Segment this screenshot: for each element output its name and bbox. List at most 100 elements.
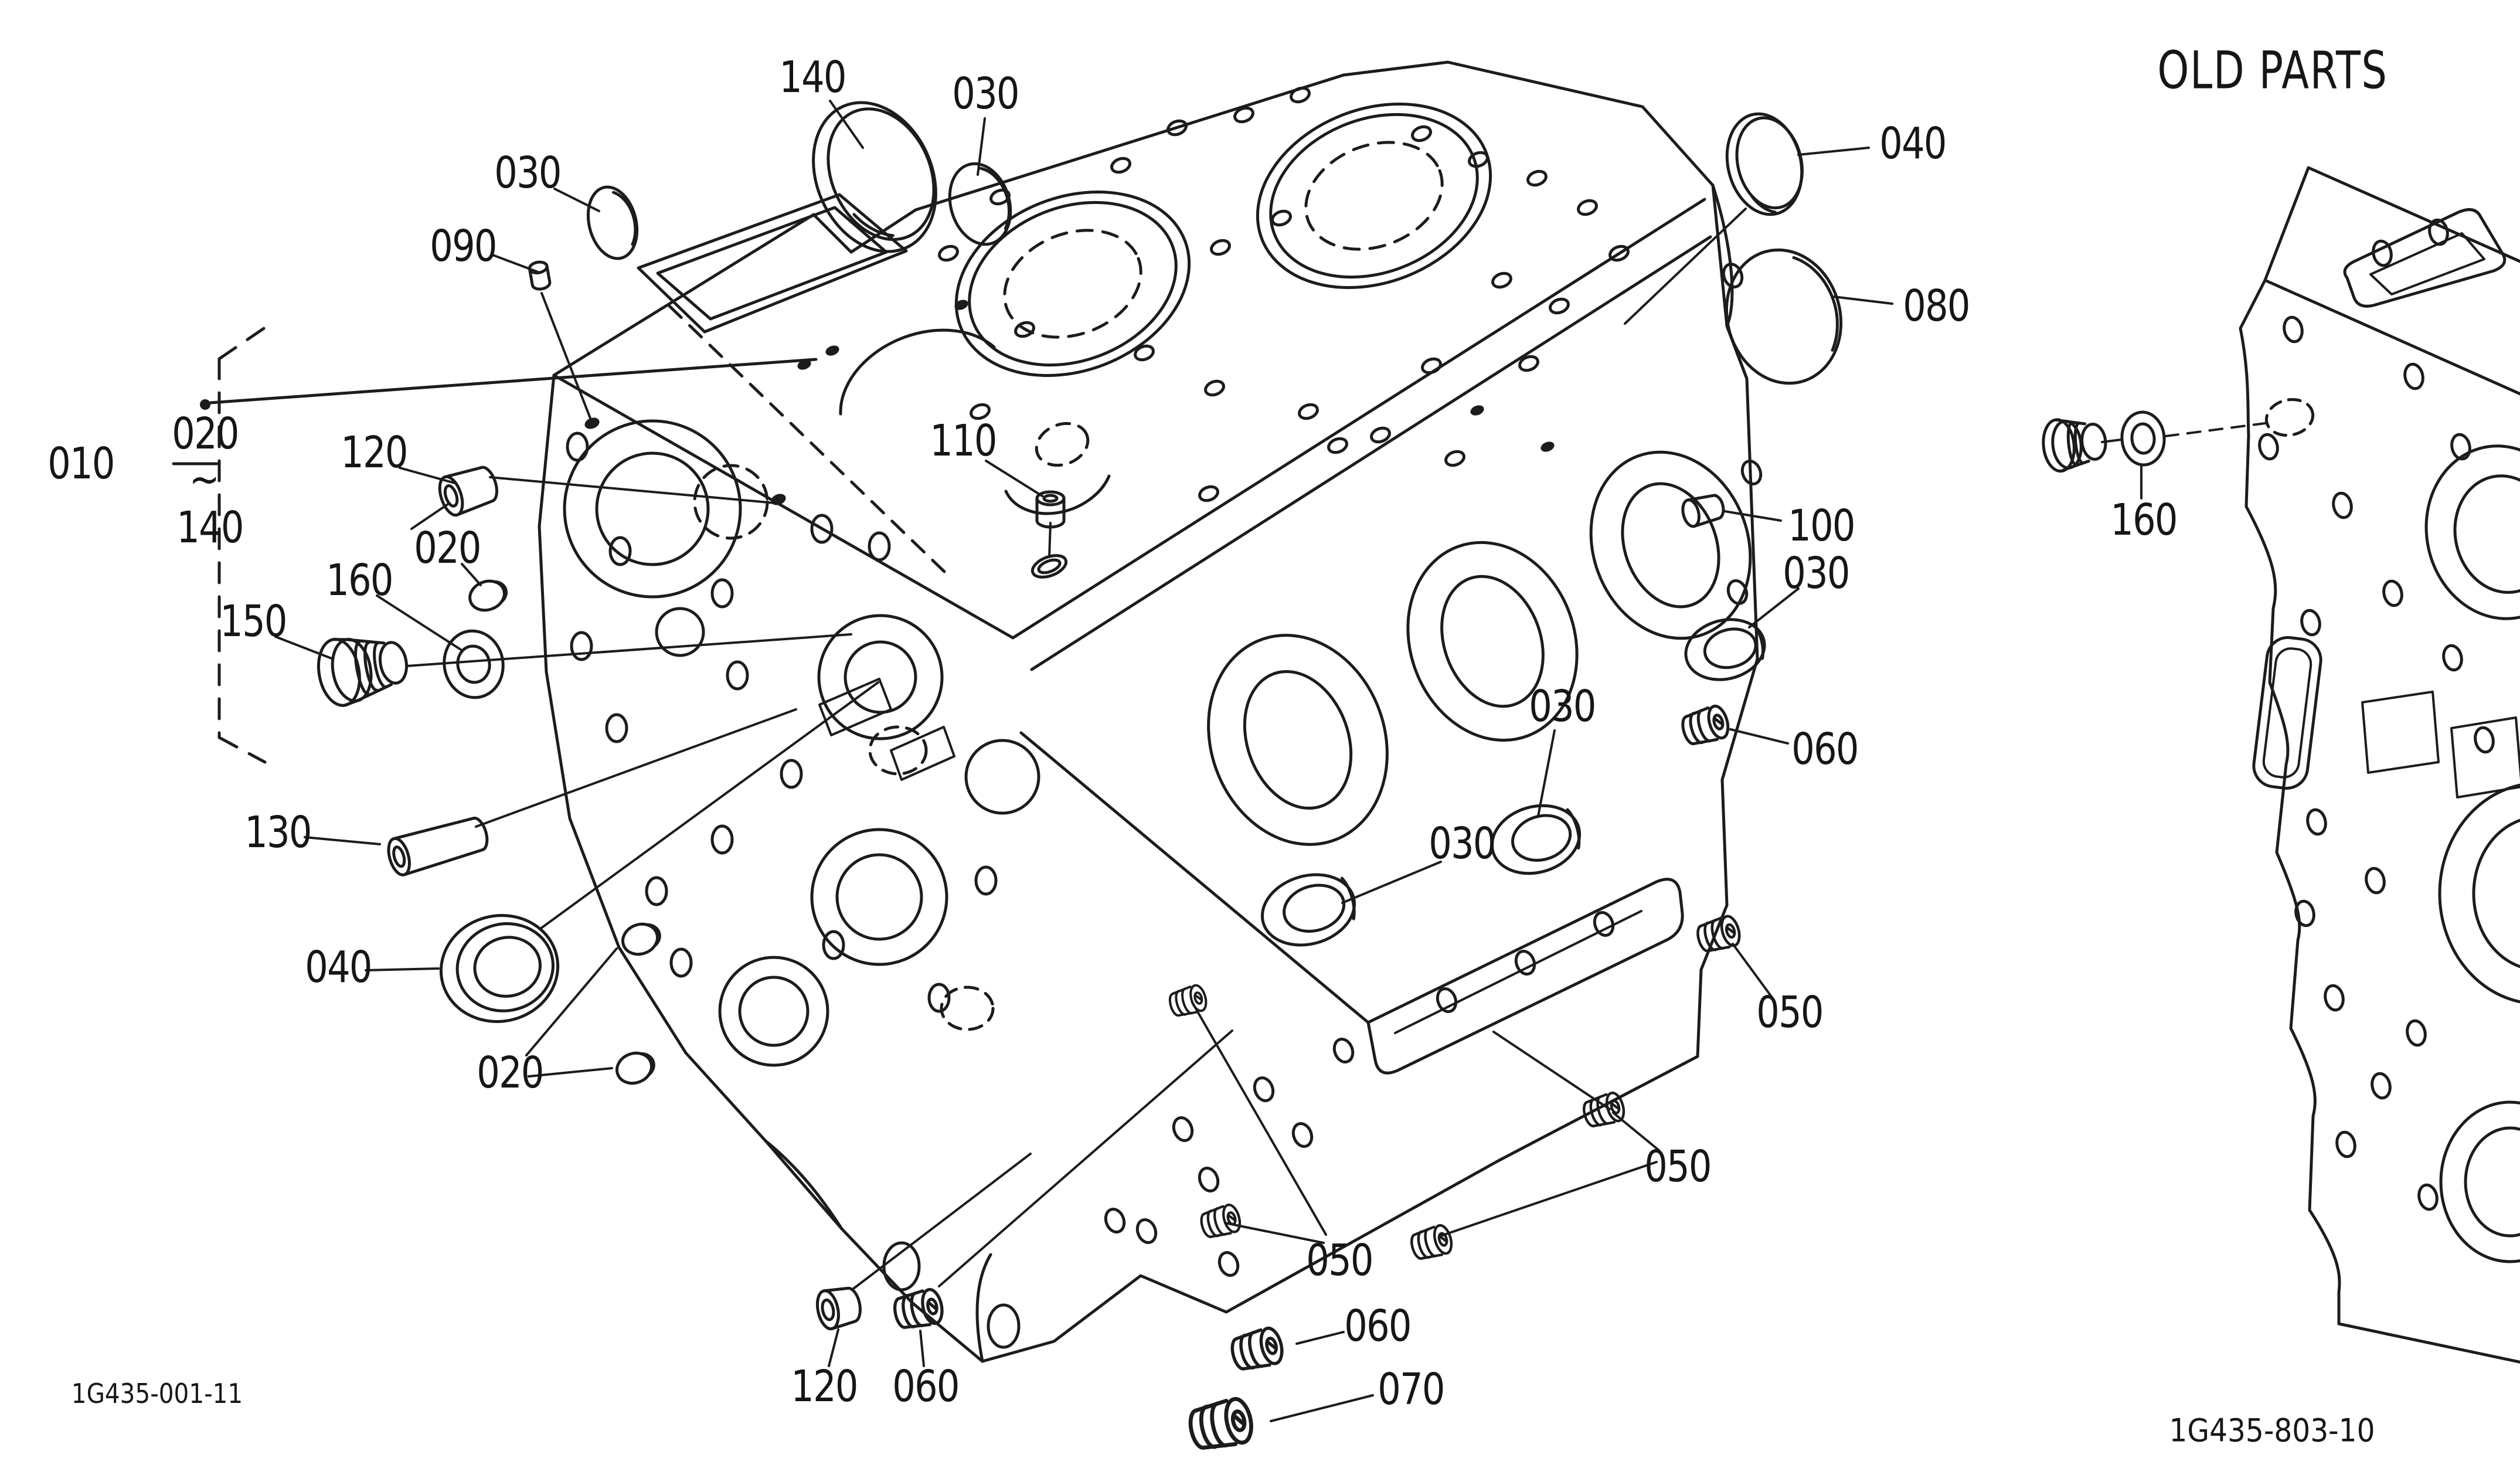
bolt-hole: [2365, 866, 2386, 895]
bolt-hole: [1421, 357, 1442, 375]
name-plate: [1366, 878, 1684, 1075]
loose-parts: [317, 101, 1843, 1453]
leader-line: [938, 1029, 1233, 1287]
part-callout-120-24: 120: [791, 1361, 858, 1412]
bolt-hole: [1549, 297, 1570, 315]
rail-holes: [1104, 263, 1763, 1277]
deck-bolt-holes: [938, 86, 1630, 502]
old-part-160-washer: [2120, 410, 2166, 467]
group-ref-label: 010: [47, 439, 115, 489]
leader-line: [540, 292, 592, 421]
leader-line: [1492, 1031, 1611, 1110]
bolt-hole: [2335, 1130, 2356, 1158]
bolt-hole: [1204, 379, 1225, 397]
part-050-screw-c: [1199, 1203, 1243, 1241]
part-callout-160-6: 160: [326, 555, 393, 606]
leader-line: [304, 836, 381, 845]
part-030-ring-center: [1490, 804, 1582, 875]
bolt-hole: [2371, 1072, 2392, 1100]
old-part-160-plug: [2042, 418, 2107, 473]
leader-line: [461, 563, 482, 586]
leader-line: [525, 947, 618, 1056]
part-callout-090-3: 090: [430, 221, 497, 271]
leader-line: [1729, 728, 1789, 745]
group-range-tilde: ~: [189, 454, 220, 505]
bolt-hole: [1436, 987, 1458, 1013]
part-callout-140-0: 140: [779, 52, 846, 103]
part-callout-020-10: 020: [477, 1048, 544, 1098]
part-060-screw-bottom: [1229, 1326, 1285, 1373]
leader-line: [2101, 439, 2122, 443]
leader-line: [553, 188, 600, 212]
bolt-hole: [2306, 808, 2327, 836]
part-160-washer: [443, 629, 505, 699]
leader-line: [1224, 1222, 1325, 1244]
part-070-plug: [1187, 1396, 1255, 1452]
bolt-hole: [1233, 106, 1254, 124]
bolt-hole: [1290, 86, 1311, 104]
leader-line: [365, 967, 440, 971]
bolt-hole: [1411, 125, 1432, 142]
bolt-hole: [1468, 151, 1489, 168]
bolt-hole: [1444, 450, 1465, 467]
part-callout-150-7: 150: [220, 596, 287, 647]
part-callout-040-14: 040: [1879, 118, 1947, 169]
part-callout-050-20: 050: [1644, 1141, 1712, 1192]
part-050-screw-d: [1167, 984, 1209, 1019]
part-090-pin: [528, 260, 552, 291]
bolt-hole: [868, 531, 891, 562]
leader-line: [1732, 943, 1773, 998]
part-020-cap-b: [615, 1051, 655, 1085]
part-080-gasket-oval: [1725, 248, 1843, 385]
part-callout-060-25: 060: [892, 1361, 960, 1412]
hole-110-threaded: [1031, 554, 1068, 579]
part-050-screw-b: [1409, 1224, 1454, 1262]
bolt-hole: [2258, 433, 2279, 461]
bolt-hole: [2300, 609, 2321, 637]
bolt-hole: [2406, 1019, 2427, 1047]
leader-line: [1537, 729, 1556, 817]
part-030-ring-lower: [1260, 873, 1356, 947]
leader-lines: [274, 100, 2266, 1422]
bolt-hole: [570, 631, 593, 661]
tappet-window: [637, 193, 908, 334]
part-callout-060-18: 060: [1791, 724, 1859, 774]
bolt-hole: [605, 713, 628, 743]
bolt-hole: [938, 244, 959, 262]
leader-line: [828, 1328, 839, 1367]
leader-line: [1295, 1331, 1345, 1345]
bolt-hole: [1722, 263, 1744, 288]
doc-number-left: 1G435-001-11: [71, 1378, 243, 1409]
leader-line: [1612, 1112, 1660, 1151]
bolt-hole: [2417, 1183, 2439, 1211]
group-range-end-label: 140: [176, 502, 244, 553]
part-020-cap-a: [621, 922, 661, 956]
front-face-openings: [563, 304, 1040, 1067]
part-050-screw-a: [1581, 1091, 1627, 1130]
part-callout-020-5: 020: [414, 523, 481, 573]
leader-line: [528, 1067, 613, 1078]
bolt-hole: [1104, 1208, 1126, 1233]
bolt-hole: [970, 403, 991, 420]
bolt-hole: [1740, 460, 1763, 485]
part-120-bushing: [438, 465, 498, 517]
part-callout-100-16: 100: [1788, 501, 1855, 551]
leader-line: [406, 633, 852, 667]
leader-line: [2164, 422, 2266, 437]
part-callout-040-9: 040: [305, 942, 372, 993]
part-callout-030-1: 030: [952, 69, 1019, 119]
bolt-hole: [1167, 119, 1188, 137]
bolt-hole: [1298, 403, 1319, 420]
front-face-holes: [566, 431, 998, 1013]
part-030-plug-top: [948, 162, 1012, 246]
part-020-cap-mid: [468, 579, 508, 612]
part-callout-120-4: 120: [341, 427, 408, 478]
bolt-hole: [1491, 271, 1512, 289]
bolt-hole: [710, 824, 734, 855]
leader-line: [1341, 861, 1442, 904]
leader-line: [1832, 295, 1893, 305]
leader-line: [489, 476, 776, 504]
leader-line: [490, 253, 539, 273]
bolt-hole: [927, 983, 951, 1013]
